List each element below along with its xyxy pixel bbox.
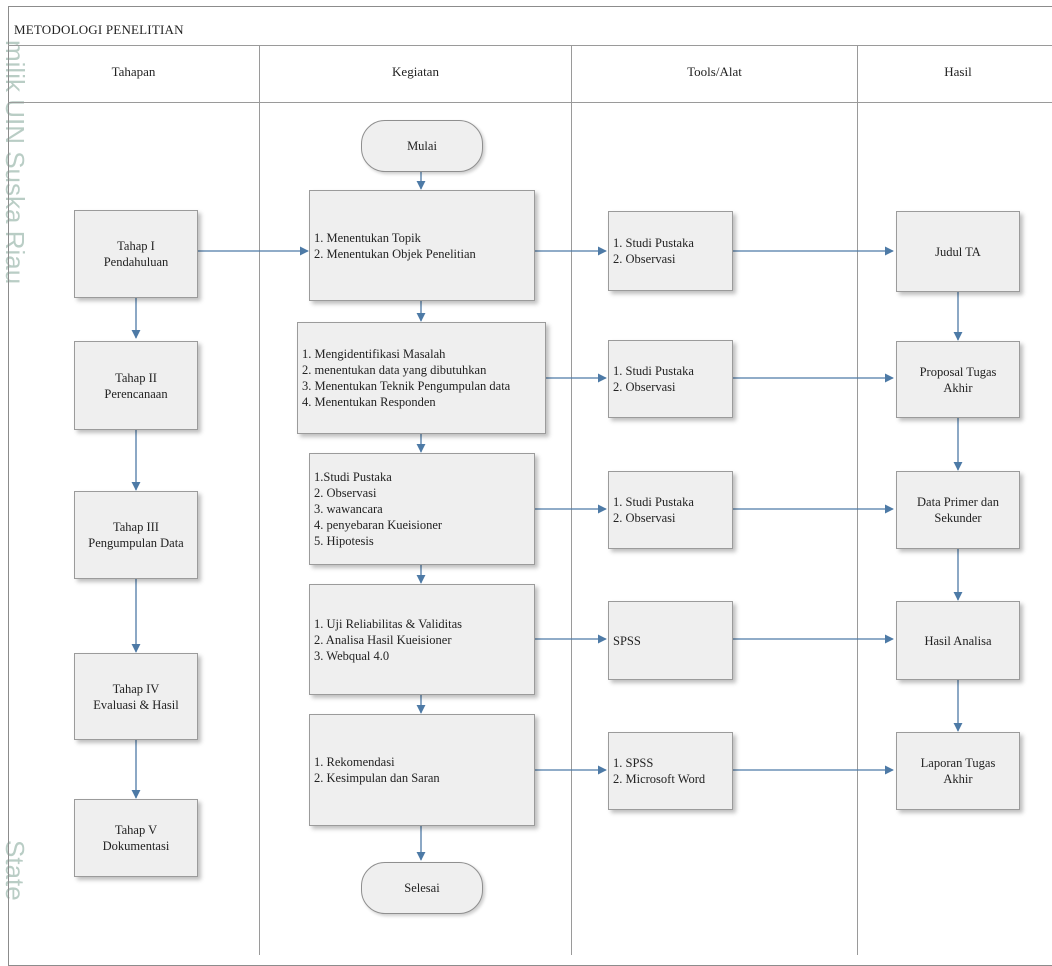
tahap-5-label: Tahap V Dokumentasi	[102, 823, 170, 853]
hasil-4-text: Hasil Analisa	[924, 633, 992, 648]
tools-3-text: 1. Studi Pustaka 2. Observasi	[613, 495, 694, 525]
end-terminator: Selesai	[361, 862, 483, 914]
tools-5-box: 1. SPSS 2. Microsoft Word	[608, 732, 733, 810]
hasil-1-text: Judul TA	[935, 244, 981, 259]
tools-4-text: SPSS	[613, 633, 641, 648]
hasil-2-box: Proposal Tugas Akhir	[896, 341, 1020, 418]
tahap-3-label: Tahap III Pengumpulan Data	[88, 520, 184, 550]
header-divider	[8, 102, 1052, 103]
lane-divider-1	[259, 45, 260, 955]
kegiatan-4-text: 1. Uji Reliabilitas & Validitas 2. Anali…	[314, 616, 463, 663]
hasil-4-box: Hasil Analisa	[896, 601, 1020, 680]
diagram-title: METODOLOGI PENELITIAN	[14, 22, 184, 37]
title-divider	[8, 45, 1052, 46]
tools-3-box: 1. Studi Pustaka 2. Observasi	[608, 471, 733, 549]
kegiatan-2-box: 1. Mengidentifikasi Masalah 2. menentuka…	[297, 322, 546, 434]
kegiatan-5-box: 1. Rekomendasi 2. Kesimpulan dan Saran	[309, 714, 535, 826]
start-terminator: Mulai	[361, 120, 483, 172]
tahap-4-label: Tahap IV Evaluasi & Hasil	[93, 681, 179, 712]
tahap-1-box: Tahap I Pendahuluan	[74, 210, 198, 298]
flow-arrows	[131, 172, 963, 861]
kegiatan-3-text: 1.Studi Pustaka 2. Observasi 3. wawancar…	[314, 470, 443, 548]
kegiatan-3-box: 1.Studi Pustaka 2. Observasi 3. wawancar…	[309, 453, 535, 565]
tools-1-text: 1. Studi Pustaka 2. Observasi	[613, 236, 694, 266]
lane-header-tools: Tools/Alat	[687, 64, 742, 79]
tahap-4-box: Tahap IV Evaluasi & Hasil	[74, 653, 198, 740]
lane-divider-3	[857, 45, 858, 955]
tahap-2-label: Tahap II Perencanaan	[104, 370, 168, 401]
hasil-2-text: Proposal Tugas Akhir	[919, 364, 997, 395]
kegiatan-4-box: 1. Uji Reliabilitas & Validitas 2. Anali…	[309, 584, 535, 695]
kegiatan-1-text: 1. Menentukan Topik 2. Menentukan Objek …	[314, 230, 476, 261]
lane-header-kegiatan: Kegiatan	[392, 64, 439, 79]
tahap-2-box: Tahap II Perencanaan	[74, 341, 198, 430]
hasil-3-text: Data Primer dan Sekunder	[917, 495, 999, 525]
tools-2-box: 1. Studi Pustaka 2. Observasi	[608, 340, 733, 418]
tahap-3-box: Tahap III Pengumpulan Data	[74, 491, 198, 579]
hasil-1-box: Judul TA	[896, 211, 1020, 292]
kegiatan-1-box: 1. Menentukan Topik 2. Menentukan Objek …	[309, 190, 535, 301]
tahap-1-label: Tahap I Pendahuluan	[103, 239, 169, 269]
lane-header-hasil: Hasil	[944, 64, 972, 79]
hasil-5-text: Laporan Tugas Akhir	[920, 756, 996, 786]
tools-4-box: SPSS	[608, 601, 733, 680]
kegiatan-2-text: 1. Mengidentifikasi Masalah 2. menentuka…	[302, 347, 511, 409]
lane-header-tahapan: Tahapan	[111, 64, 156, 79]
hasil-5-box: Laporan Tugas Akhir	[896, 732, 1020, 810]
tools-2-text: 1. Studi Pustaka 2. Observasi	[613, 364, 694, 394]
tools-1-box: 1. Studi Pustaka 2. Observasi	[608, 211, 733, 291]
kegiatan-5-text: 1. Rekomendasi 2. Kesimpulan dan Saran	[314, 755, 440, 785]
tools-5-text: 1. SPSS 2. Microsoft Word	[613, 756, 706, 786]
hasil-3-box: Data Primer dan Sekunder	[896, 471, 1020, 549]
lane-divider-2	[571, 45, 572, 955]
tahap-5-box: Tahap V Dokumentasi	[74, 799, 198, 877]
